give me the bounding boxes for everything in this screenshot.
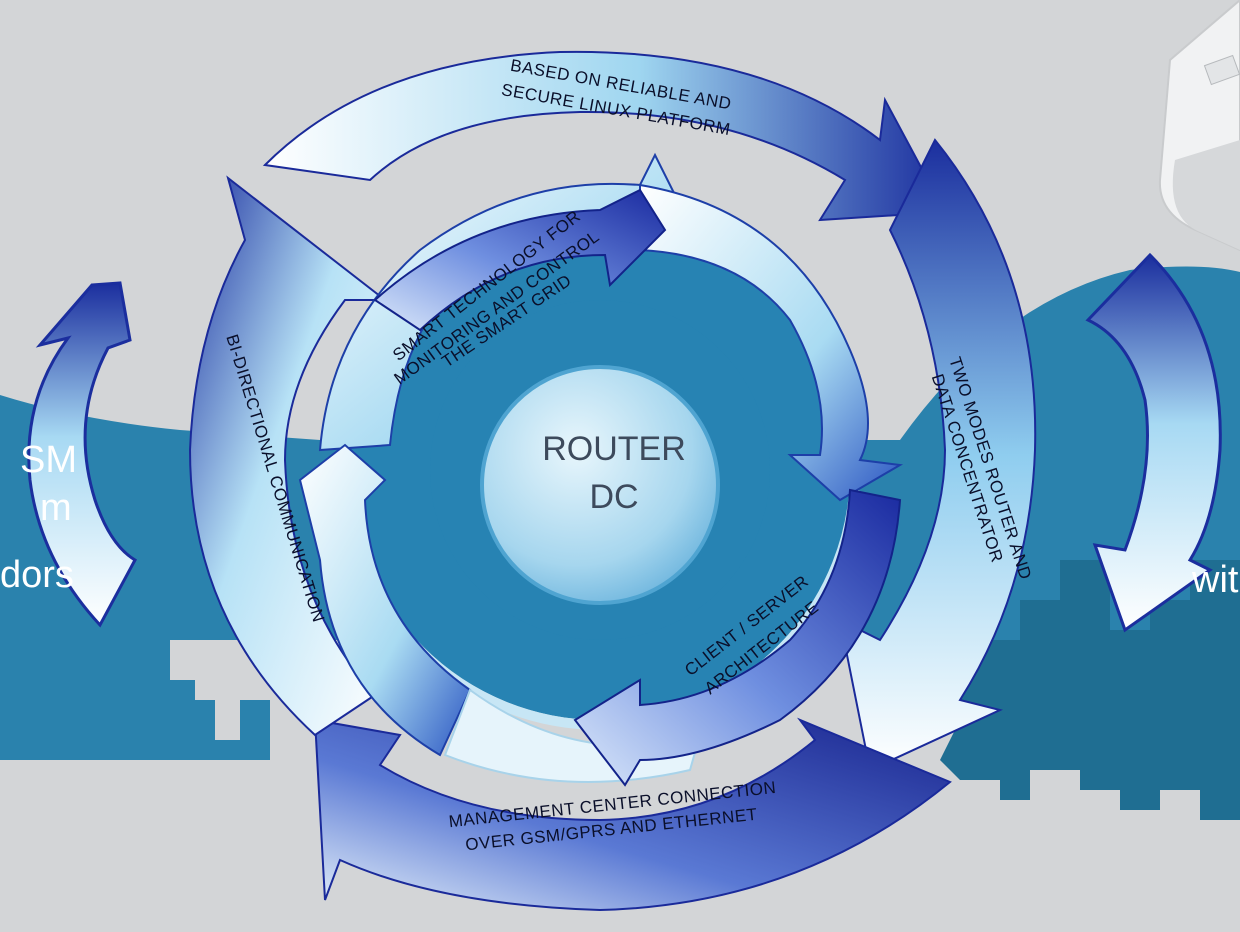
left-text-line3: dors bbox=[0, 554, 74, 596]
outer-arrow-bottom bbox=[313, 717, 952, 912]
left-text-line2: m bbox=[40, 487, 72, 529]
center-label-line2: DC bbox=[589, 478, 638, 516]
right-city-silhouette bbox=[940, 560, 1240, 820]
left-side-arrow bbox=[27, 281, 137, 628]
outer-arrow-top bbox=[262, 50, 947, 222]
device-label bbox=[1203, 54, 1240, 86]
outer-arrow-left bbox=[188, 175, 388, 737]
inner-arrow-right bbox=[639, 183, 904, 502]
left-city-silhouette bbox=[0, 560, 270, 760]
inner-arrow-top-dark bbox=[373, 188, 667, 332]
outer-arrow-right bbox=[838, 138, 1037, 772]
inner-arrow-left bbox=[298, 443, 472, 757]
left-text-line1: SM bbox=[20, 439, 77, 481]
center-label-line1: ROUTER bbox=[542, 430, 686, 468]
center-circle bbox=[480, 365, 720, 605]
right-side-arrow bbox=[1085, 252, 1222, 633]
inner-arrow-bottom-dark bbox=[573, 488, 902, 787]
right-text-line1: wit bbox=[1191, 559, 1239, 601]
device-image bbox=[1158, 0, 1240, 252]
device-shadow bbox=[1172, 140, 1240, 250]
